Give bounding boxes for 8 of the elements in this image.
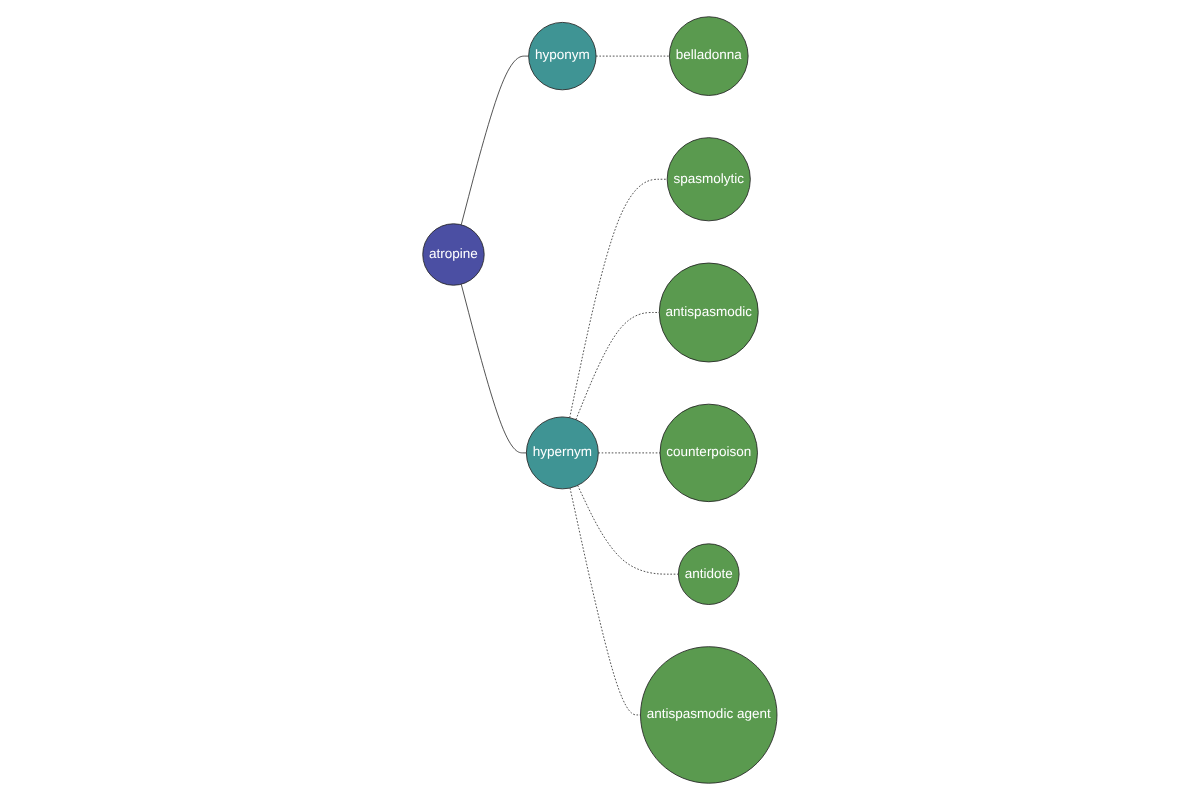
connector xyxy=(460,283,527,454)
connector xyxy=(598,452,661,454)
connector xyxy=(595,55,670,57)
connector xyxy=(577,485,679,575)
connector xyxy=(569,178,668,419)
connector xyxy=(460,55,530,226)
connector xyxy=(575,312,660,421)
connector xyxy=(569,487,642,716)
